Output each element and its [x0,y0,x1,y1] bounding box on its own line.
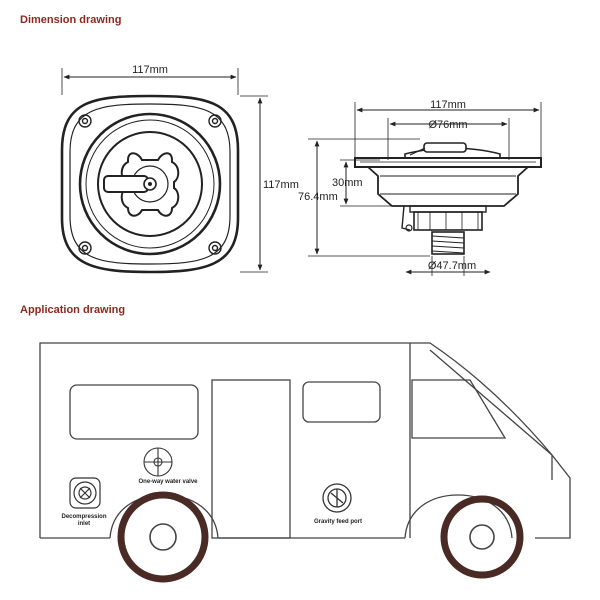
middle-window [302,381,381,423]
one-way-valve-label: One-way water valve [138,479,198,485]
gravity-feed-label: Gravity feed port [314,519,362,525]
rear-window [69,384,199,440]
cab-window [411,379,507,439]
front-view [60,68,268,274]
front-width-label: 117mm [132,64,168,76]
decompression-inlet-icon [69,477,101,509]
side-width-label: 117mm [430,99,466,111]
side-flange [354,157,542,168]
cap-handle [103,175,149,193]
one-way-valve-icon [143,447,173,477]
side-body [367,166,529,207]
decompression-inlet-label-line2: inlet [78,521,90,527]
front-wheel [440,495,524,579]
inner-diameter-label: Ø76mm [428,119,467,131]
van-body [39,342,571,539]
depth-label: 30mm [332,177,363,189]
flange-outline [60,94,240,274]
side-door [211,379,291,539]
side-view [308,102,542,276]
dimension-drawing-title: Dimension drawing [20,14,122,26]
gravity-feed-port-icon [322,483,352,513]
total-height-label: 76.4mm [298,191,338,203]
rear-wheel [117,491,209,583]
application-drawing-title: Application drawing [20,304,126,316]
thread-diameter-label: Ø47.7mm [428,260,476,272]
front-height-label: 117mm [263,179,299,191]
screw-holes [78,114,222,255]
van-illustration [39,342,571,583]
